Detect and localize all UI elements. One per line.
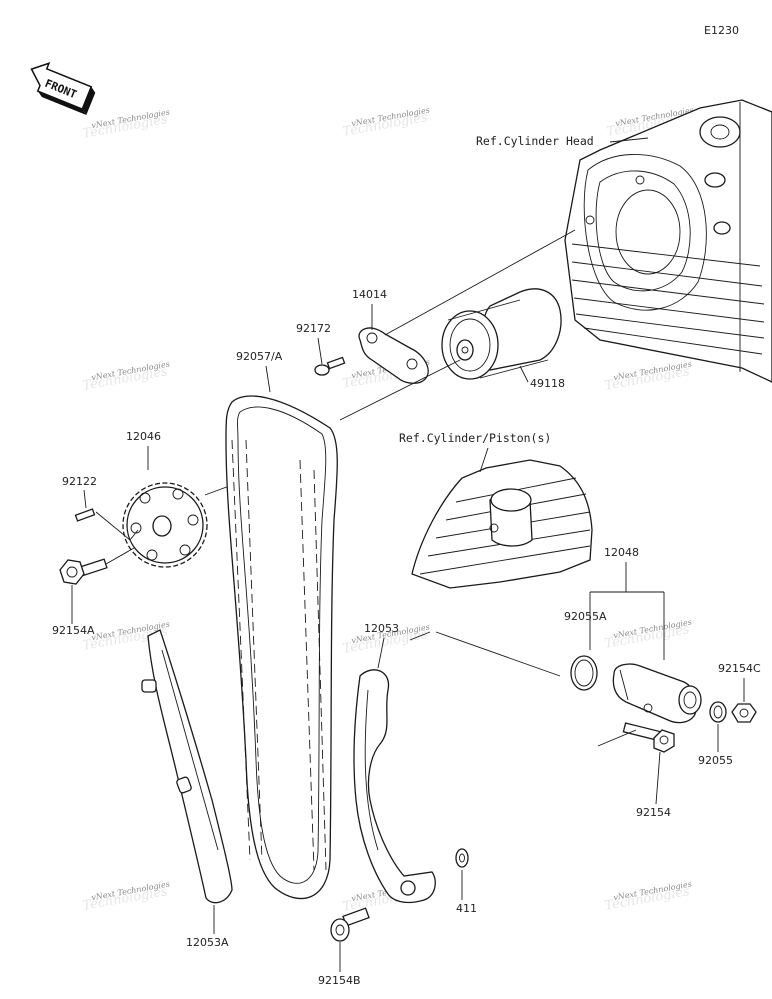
front-arrow-icon: FRONT: [30, 62, 96, 115]
cam-sprocket-12046: [122, 482, 208, 568]
chain-guide-12053: [353, 669, 436, 904]
part-label-92154B: 92154B: [318, 974, 361, 987]
part-label-411: 411: [456, 902, 477, 915]
part-label-92055A: 92055A: [564, 610, 607, 623]
diagram-code: E1230: [704, 24, 739, 37]
o-ring-92055A: [570, 655, 598, 691]
gasket-92055: [709, 701, 727, 723]
part-label-92154A: 92154A: [52, 624, 95, 637]
cap-bolt-92154C: [731, 703, 757, 723]
bolt-92154A: [59, 558, 108, 585]
cam-chain-tensioner: [612, 663, 702, 724]
timing-chain-92057A: [225, 395, 338, 900]
part-label-92154C: 92154C: [718, 662, 761, 675]
chain-guide-12053A: [141, 629, 233, 904]
part-label-92172: 92172: [296, 322, 331, 335]
washer-411: [455, 848, 469, 868]
gasket-14014: [358, 327, 429, 384]
part-label-14014: 14014: [352, 288, 387, 301]
ref-cylinder-piston-label: Ref.Cylinder/Piston(s): [399, 431, 551, 445]
part-label-12053A: 12053A: [186, 936, 229, 949]
part-label-92154: 92154: [636, 806, 671, 819]
cylinder-head-drawing: [564, 99, 772, 383]
part-label-12046: 12046: [126, 430, 161, 443]
cylinder-piston-drawing: [411, 459, 593, 589]
camshaft-49118: [441, 288, 562, 380]
pin-92122: [74, 508, 96, 522]
part-label-49118: 49118: [530, 377, 565, 390]
part-label-92057A: 92057/A: [236, 350, 283, 363]
part-label-12048: 12048: [604, 546, 639, 559]
part-label-12053: 12053: [364, 622, 399, 635]
bolt-92154B: [330, 907, 370, 942]
part-label-92122: 92122: [62, 475, 97, 488]
bolt-92172: [314, 356, 346, 376]
part-label-92055: 92055: [698, 754, 733, 767]
ref-cylinder-head-label: Ref.Cylinder Head: [476, 134, 594, 148]
bolt-92154: [622, 722, 675, 753]
